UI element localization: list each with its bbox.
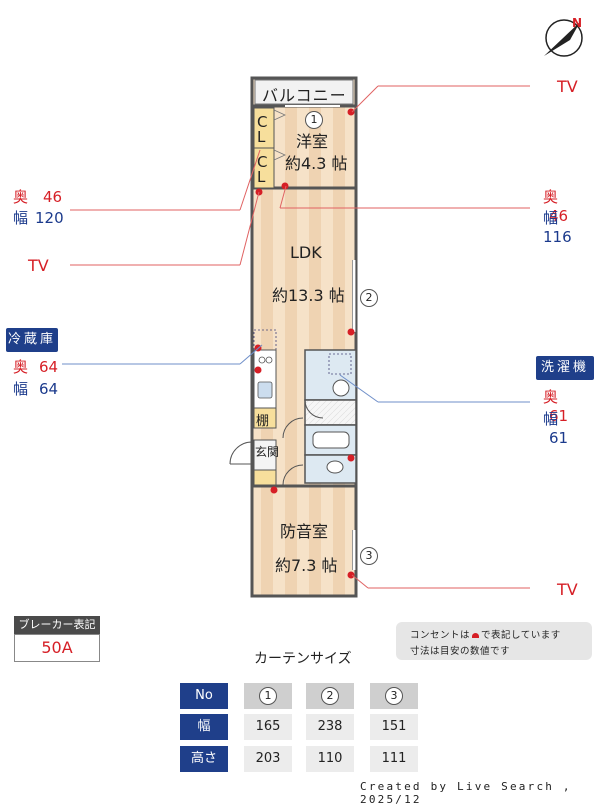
- table-head-1: 1: [244, 683, 292, 709]
- notes-line-2: 寸法は目安の数値です: [410, 646, 511, 657]
- table-cell: 111: [370, 746, 418, 772]
- shelf-label: 棚: [256, 414, 270, 429]
- washer-depth: 奥61: [543, 388, 569, 425]
- balcony-label: バルコニー: [262, 86, 347, 105]
- closet-label-l2: L: [257, 168, 266, 186]
- western-room-name: 洋室: [296, 132, 329, 151]
- closet-label-l1: L: [257, 128, 266, 146]
- table-head-3: 3: [370, 683, 418, 709]
- compass-icon: N: [544, 16, 583, 57]
- curtain-table-title: カーテンサイズ: [254, 651, 352, 667]
- tv-label-left: TV: [28, 256, 49, 275]
- table-head-2: 2: [306, 683, 354, 709]
- breaker-title: ブレーカー表記: [14, 616, 100, 634]
- curtain-marker-1: 1: [305, 108, 323, 129]
- table-row-height-label: 高さ: [180, 746, 228, 772]
- tv-label-bottom-right: TV: [557, 580, 578, 599]
- washer-title: 洗濯機: [536, 356, 594, 380]
- table-row-width-label: 幅: [180, 714, 228, 740]
- fridge-title: 冷蔵庫: [6, 328, 58, 352]
- ldk-name: LDK: [290, 243, 322, 262]
- table-cell: 238: [306, 714, 354, 740]
- floor-plan: [229, 76, 358, 598]
- curtain-marker-3: 3: [360, 544, 378, 565]
- soundproof-size: 約7.3 帖: [275, 556, 338, 575]
- table-head-no: No: [180, 683, 228, 709]
- table-cell: 151: [370, 714, 418, 740]
- breaker-value: 50A: [14, 634, 100, 662]
- notes-box: コンセントはで表記しています 寸法は目安の数値です: [396, 622, 592, 660]
- soundproof-name: 防音室: [280, 522, 329, 541]
- tv-label-top-right: TV: [557, 77, 578, 96]
- table-cell: 110: [306, 746, 354, 772]
- washer-width: 幅61: [543, 410, 569, 447]
- ldk-size: 約13.3 帖: [272, 286, 345, 305]
- outlet-dot-icon: [472, 633, 480, 638]
- table-cell: 203: [244, 746, 292, 772]
- closet-label-c1: C: [257, 113, 268, 131]
- notes-line-1: コンセントはで表記しています: [410, 630, 561, 641]
- western-room-size: 約4.3 帖: [285, 154, 348, 173]
- entrance-label: 玄関: [255, 445, 280, 459]
- closet-label-c2: C: [257, 153, 268, 171]
- curtain-marker-2: 2: [360, 286, 378, 307]
- right-width: 幅116: [543, 209, 572, 246]
- right-depth: 奥46: [543, 188, 569, 225]
- credit-text: Created by Live Search , 2025/12: [360, 780, 572, 806]
- table-cell: 165: [244, 714, 292, 740]
- svg-text:N: N: [572, 16, 582, 30]
